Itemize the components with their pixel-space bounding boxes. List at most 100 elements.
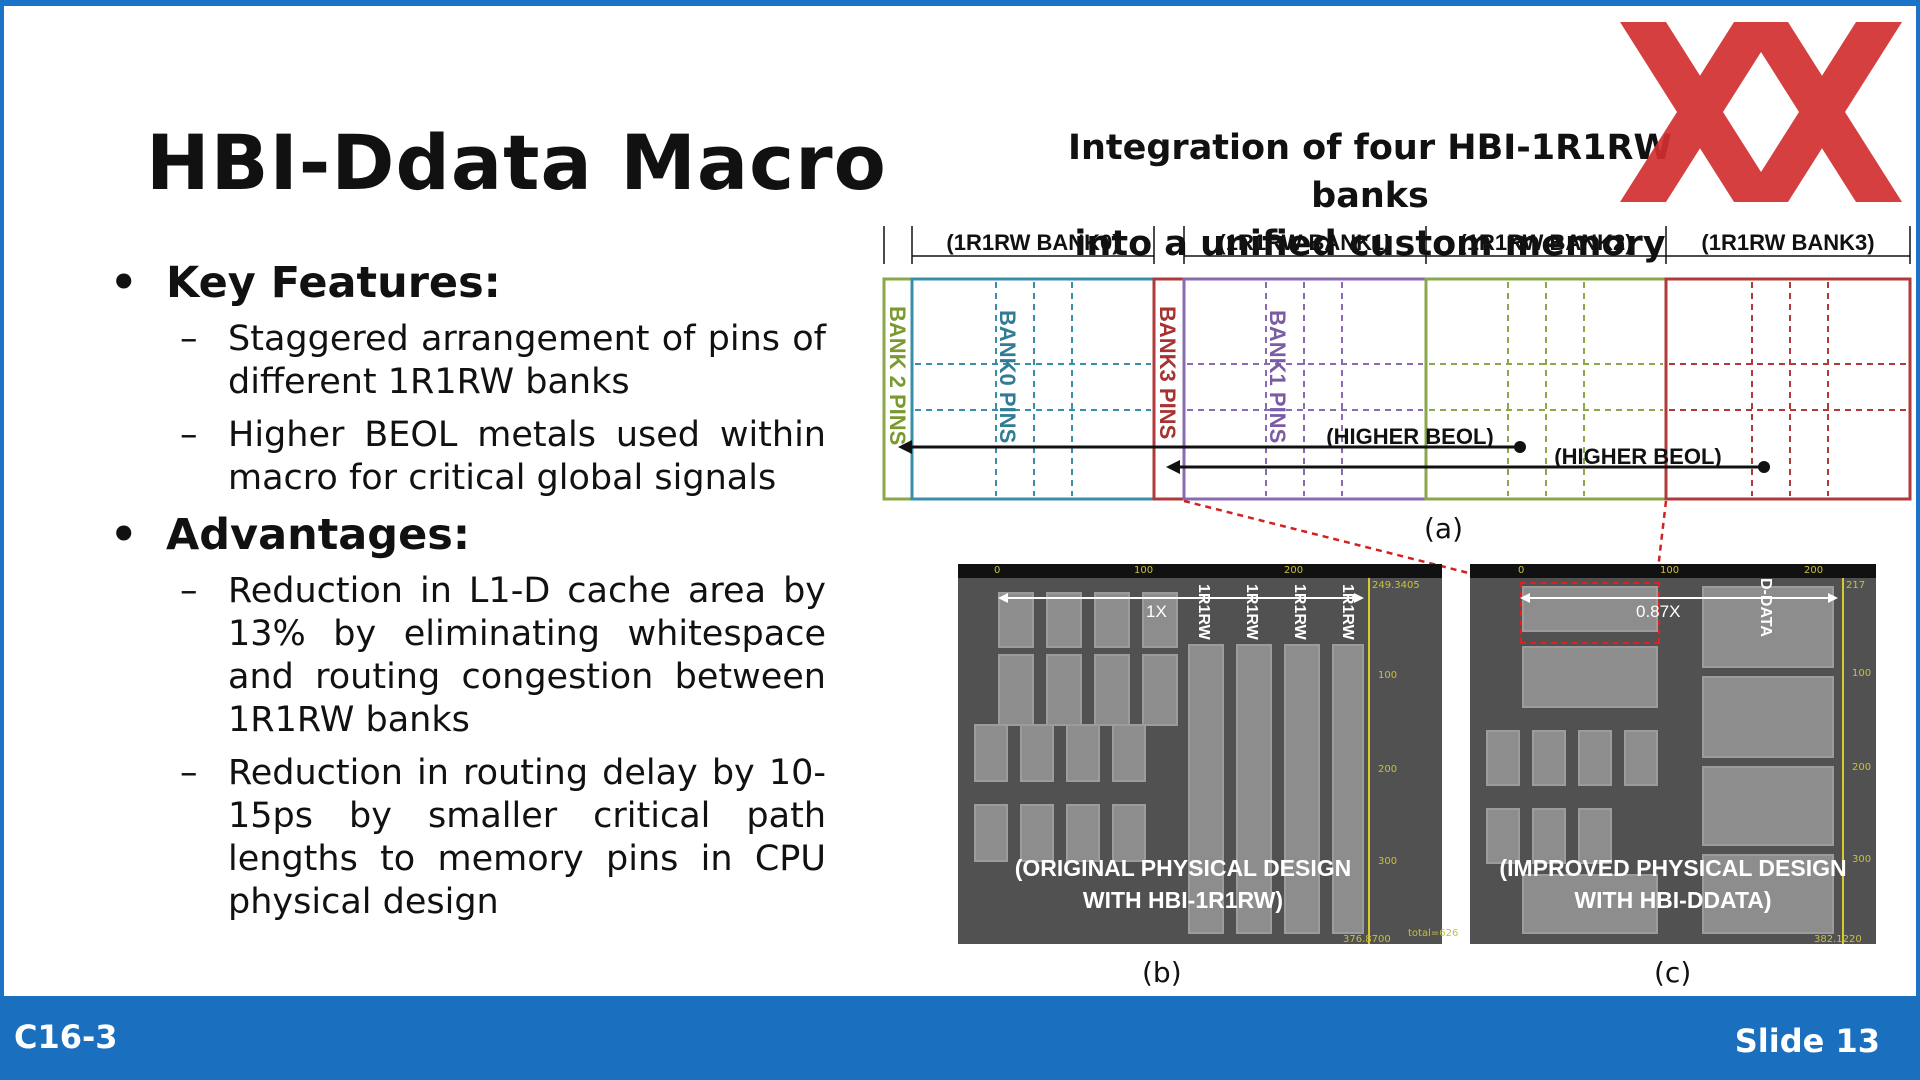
bank3-block: [1664, 277, 1912, 501]
xx-logo-icon: [1620, 22, 1902, 202]
macro-block: [1094, 654, 1130, 726]
bank2-pins-label: BANK 2 PINS: [885, 306, 910, 445]
higher-beol-label: (HIGHER BEOL): [1554, 444, 1721, 469]
macro-block: [1332, 644, 1364, 934]
bank1-pins-label: BANK1 PINS: [1265, 310, 1290, 443]
macro-block: [1578, 808, 1612, 864]
macro-block: [1236, 644, 1272, 934]
macro-block: [1066, 804, 1100, 862]
figure-title: Integration of four HBI-1R1RW banks into…: [1020, 124, 1720, 268]
dimension-markers: [883, 226, 1911, 264]
macro-block: [1066, 724, 1100, 782]
ruler-tick: 200: [1804, 565, 1824, 576]
bank0-block: [910, 277, 1156, 501]
macro-block: [974, 724, 1008, 782]
bank1-grid: [1187, 282, 1423, 496]
bank2-header: (1R1RW BANK2): [1459, 230, 1632, 255]
panel-b-line2: WITH HBI-1R1RW): [1082, 887, 1284, 913]
dash-icon: –: [180, 753, 198, 793]
corner-readout: total=626: [1408, 928, 1459, 939]
figure-title-line2: into a unified custom memory: [1074, 224, 1666, 264]
corner-readout: 376.8700: [1343, 934, 1391, 945]
sub-bullet: – Reduction in routing delay by 10-15ps …: [110, 752, 826, 924]
macro-block: [1020, 804, 1054, 862]
y-tick: 200: [1852, 762, 1872, 773]
bank1-header: (1R1RW BANK1): [1218, 230, 1391, 255]
panel-b-description: (ORIGINAL PHYSICAL DESIGN WITH HBI-1R1RW…: [978, 852, 1388, 916]
macro-block: [1532, 730, 1566, 786]
y-tick: 200: [1378, 764, 1398, 775]
bank-label: 1R1RW: [1291, 584, 1308, 640]
macro-block: [974, 804, 1008, 862]
sub-bullet-text: Reduction in routing delay by 10-15ps by…: [228, 753, 826, 922]
caption-a: (a): [1424, 512, 1464, 545]
y-ruler: [1842, 578, 1854, 944]
sub-bullet: – Staggered arrangement of pins of diffe…: [110, 318, 826, 404]
bank-integration-diagram: (1R1RW BANK0) (1R1RW BANK1) (1R1RW BANK2…: [882, 226, 1912, 588]
y-tick: 300: [1378, 856, 1398, 867]
ruler-tick: 100: [1660, 565, 1680, 576]
macro-block: [1094, 592, 1130, 648]
section-heading: Key Features:: [166, 258, 501, 308]
ddata-block: [1522, 646, 1658, 708]
macro-block: [1486, 808, 1520, 864]
macro-block: [1142, 654, 1178, 726]
macro-block: [1046, 654, 1082, 726]
section-heading: Advantages:: [166, 510, 471, 560]
corner-readout: 217: [1846, 580, 1866, 591]
width-marker: [998, 593, 1364, 603]
sub-bullet-text: Higher BEOL metals used within macro for…: [228, 415, 826, 498]
dash-icon: –: [180, 415, 198, 455]
sub-bullet-text: Staggered arrangement of pins of differe…: [228, 319, 826, 402]
corner-readout: 249.3405: [1372, 580, 1420, 591]
panel-b-line1: (ORIGINAL PHYSICAL DESIGN: [1014, 855, 1352, 881]
panel-c-line1: (IMPROVED PHYSICAL DESIGN: [1499, 855, 1847, 881]
session-id: C16-3: [14, 1018, 118, 1056]
ddata-block: [1522, 874, 1658, 934]
ddata-block: [1702, 676, 1834, 758]
y-tick: 100: [1852, 668, 1872, 679]
macro-block: [1188, 644, 1224, 934]
bullet-icon: •: [110, 258, 138, 308]
panel-original-design: 0 100 200 249.3405 100 200 300 total=626…: [958, 564, 1458, 945]
footer-bar: C16-3 Slide 13: [0, 996, 1920, 1080]
ddata-block: [1702, 766, 1834, 846]
bank3-header: (1R1RW BANK3): [1701, 230, 1874, 255]
macro-block: [1020, 724, 1054, 782]
y-ruler: [1368, 578, 1380, 944]
macro-block: [1532, 808, 1566, 864]
bank0-grid: [915, 282, 1151, 496]
macro-block: [1112, 804, 1146, 862]
bank0-pins-label: BANK0 PINS: [995, 310, 1020, 443]
panel-c-description: (IMPROVED PHYSICAL DESIGN WITH HBI-DDATA…: [1470, 852, 1876, 916]
dash-icon: –: [180, 319, 198, 359]
panel-c-line2: WITH HBI-DDATA): [1574, 887, 1772, 913]
sub-bullet-text: Reduction in L1-D cache area by 13% by e…: [228, 571, 826, 740]
macro-block: [1624, 730, 1658, 786]
bullet-advantages: • Advantages:: [110, 510, 826, 560]
ddata-block: [1702, 854, 1834, 934]
bank2-grid: [1429, 282, 1663, 496]
macro-block: [998, 592, 1034, 648]
bank-label: 1R1RW: [1195, 584, 1212, 640]
ruler-tick: 200: [1284, 565, 1304, 576]
ruler-tick: 100: [1134, 565, 1154, 576]
slide-title: HBI-Ddata Macro: [146, 118, 887, 207]
bank-label: 1R1RW: [1339, 584, 1356, 640]
bullet-key-features: • Key Features:: [110, 258, 826, 308]
caption-b: (b): [1142, 956, 1182, 989]
slide-number: Slide 13: [1734, 1022, 1880, 1060]
y-tick: 100: [1378, 670, 1398, 681]
top-ruler: [1470, 564, 1876, 578]
macro-block: [1046, 592, 1082, 648]
bullet-icon: •: [110, 510, 138, 560]
scale-1x-label: 1X: [1146, 602, 1167, 621]
width-marker: [1520, 593, 1838, 603]
caption-c: (c): [1654, 956, 1692, 989]
corner-readout: 382.1220: [1814, 934, 1862, 945]
ruler-tick: 0: [994, 565, 1001, 576]
top-ruler: [958, 564, 1442, 578]
bank0-header: (1R1RW BANK0): [946, 230, 1119, 255]
beol-arrows: [898, 440, 1770, 474]
